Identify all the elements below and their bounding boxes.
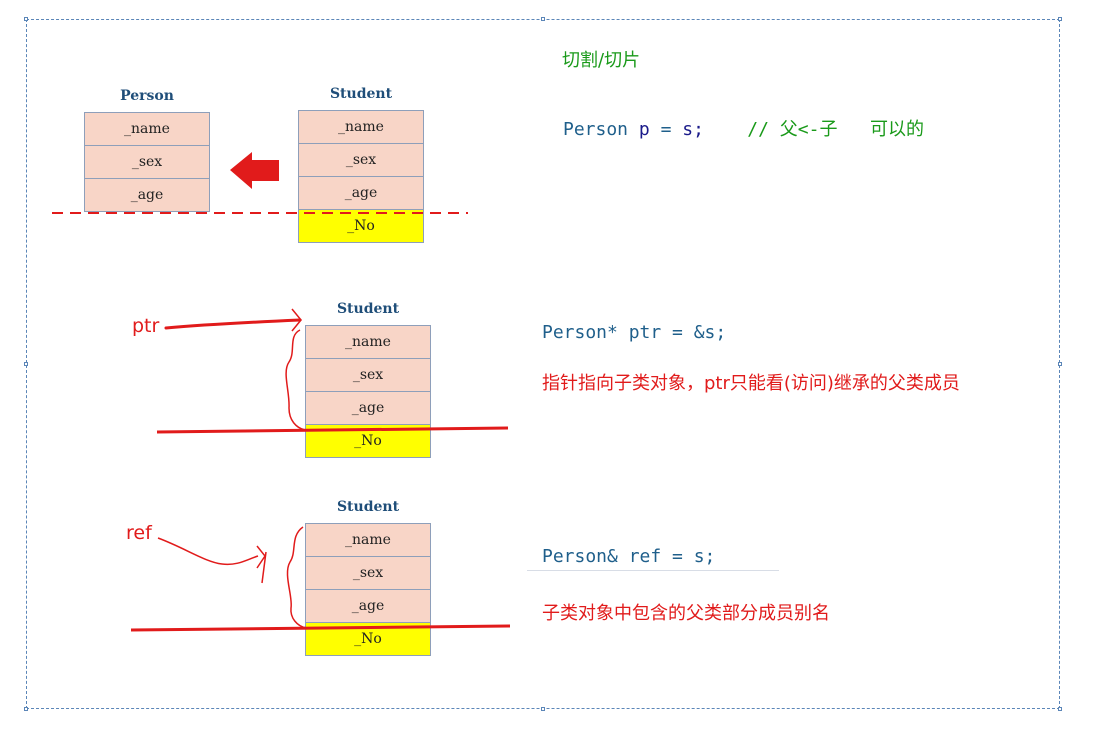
student-object-3: _name _sex _age _No — [305, 523, 431, 656]
slice-code-eq: = — [660, 119, 672, 140]
reference-note: 子类对象中包含的父类部分成员别名 — [542, 603, 830, 624]
pointer-code: Person* ptr = &s; — [542, 322, 727, 343]
slice-code-rhs: s; — [682, 119, 704, 140]
reference-code: Person& ref = s; — [542, 546, 716, 567]
frame-handle-bottom-left[interactable] — [24, 707, 28, 711]
student1-field-sex: _sex — [298, 143, 424, 177]
person-field-age: _age — [84, 178, 210, 212]
frame-handle-middle-left[interactable] — [24, 362, 28, 366]
frame-handle-top-center[interactable] — [541, 17, 545, 21]
frame-handle-top-left[interactable] — [24, 17, 28, 21]
ptr-label: ptr — [132, 315, 160, 337]
student3-field-age: _age — [305, 589, 431, 623]
ptr-arrowhead — [291, 308, 302, 332]
student3-field-sex: _sex — [305, 556, 431, 590]
ref-cut-line — [130, 624, 511, 632]
ptr-cut-line — [156, 426, 509, 434]
person-field-sex: _sex — [84, 145, 210, 179]
ref-arrowhead — [256, 545, 267, 584]
pointer-note: 指针指向子类对象，ptr只能看(访问)继承的父类成员 — [542, 373, 960, 394]
frame-handle-middle-right[interactable] — [1058, 362, 1062, 366]
person-object: _name _sex _age — [84, 112, 210, 212]
slice-code-var: p — [638, 119, 650, 140]
ref-label: ref — [126, 522, 152, 544]
student1-field-name: _name — [298, 110, 424, 144]
student-object-label-1: Student — [329, 86, 393, 102]
student-object-label-3: Student — [336, 499, 400, 515]
student-object-1: _name _sex _age _No — [298, 110, 424, 243]
ptr-brace — [285, 329, 306, 431]
ref-arrow-stroke — [157, 537, 259, 566]
slice-direction-arrow — [230, 152, 279, 189]
slice-code: Person p = s; // 父<-子 可以的 — [563, 115, 924, 141]
ref-brace — [286, 526, 307, 629]
reference-code-underline — [527, 570, 779, 571]
student-object-label-2: Student — [336, 301, 400, 317]
slice-code-type: Person — [563, 119, 629, 140]
frame-handle-top-right[interactable] — [1058, 17, 1062, 21]
slice-code-comment: // 父<-子 可以的 — [747, 119, 924, 140]
person-object-label: Person — [120, 88, 174, 104]
student1-field-no: _No — [298, 209, 424, 243]
slice-title: 切割/切片 — [562, 50, 641, 71]
frame-handle-bottom-center[interactable] — [541, 707, 545, 711]
ptr-arrow-stroke — [164, 318, 302, 330]
frame-handle-bottom-right[interactable] — [1058, 707, 1062, 711]
